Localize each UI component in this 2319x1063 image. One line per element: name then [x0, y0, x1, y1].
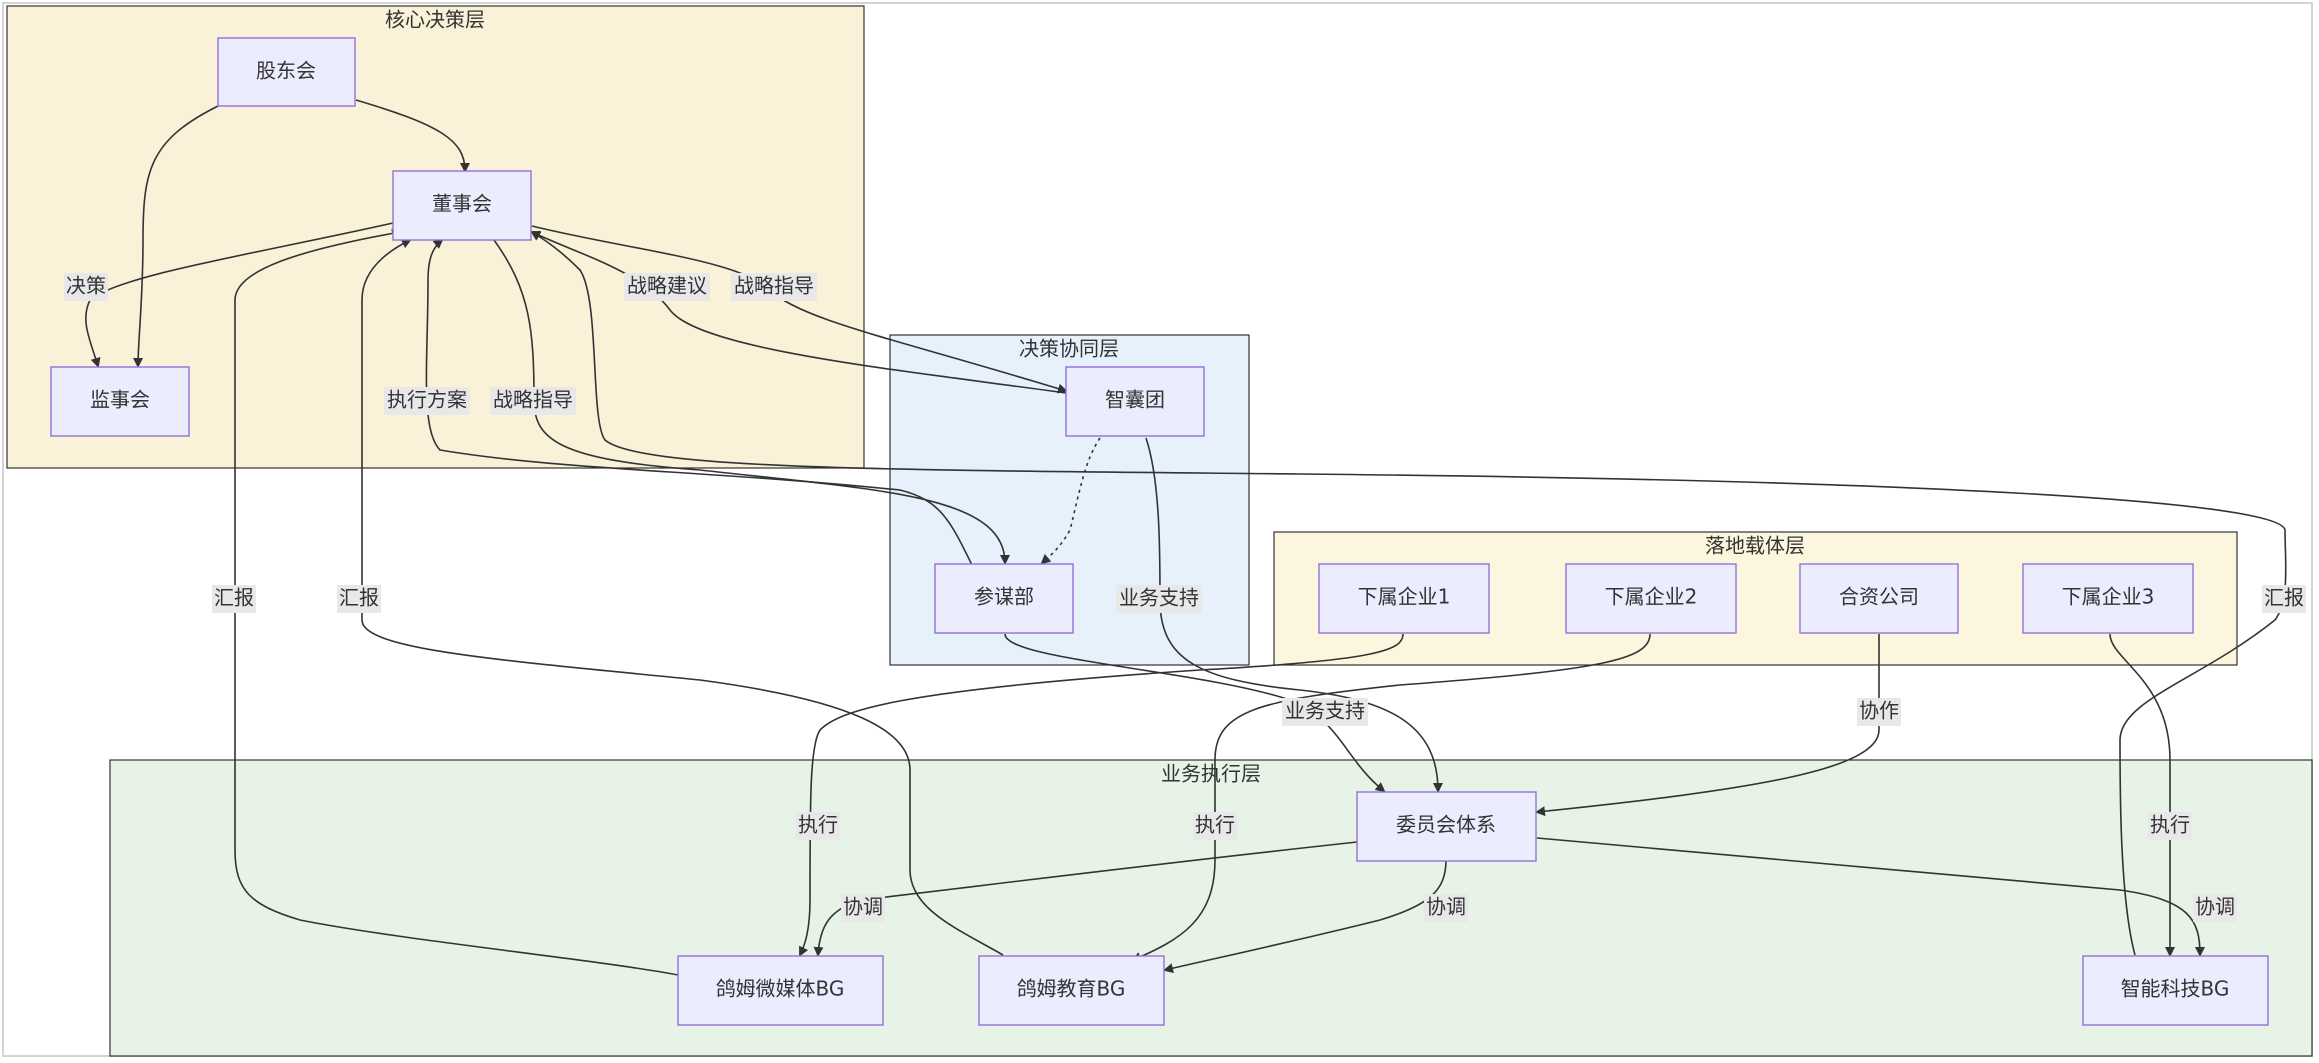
edges — [85, 99, 2287, 976]
edge-committee-media — [813, 841, 1358, 957]
node-subsidiary-2[interactable]: 下属企业2 — [1565, 563, 1737, 634]
node-label-board: 董事会 — [432, 192, 492, 216]
group-business-exec: 业务执行层 — [109, 759, 2313, 1057]
edge-label-strategy-guide-staff: 战略指导 — [493, 388, 573, 412]
edge-thinktank-committee — [1145, 437, 1443, 793]
node-label-supervisors: 监事会 — [90, 388, 150, 412]
node-label-subsidiary-2: 下属企业2 — [1605, 585, 1698, 609]
node-label-tech-bg: 智能科技BG — [2121, 977, 2230, 1001]
node-label-committee: 委员会体系 — [1396, 813, 1496, 837]
edge-label-strategy-guide-thinktank: 战略指导 — [734, 274, 814, 298]
node-tech-bg[interactable]: 智能科技BG — [2082, 955, 2269, 1026]
node-board[interactable]: 董事会 — [392, 170, 532, 241]
edge-board-supervisors — [85, 222, 394, 368]
edge-media-board — [234, 228, 679, 976]
node-shareholders[interactable]: 股东会 — [217, 37, 356, 107]
node-edu-bg[interactable]: 鸽姆教育BG — [978, 955, 1165, 1026]
edge-label-decision: 决策 — [66, 274, 106, 298]
group-title-core: 核心决策层 — [385, 8, 485, 32]
node-label-joint-venture: 合资公司 — [1839, 585, 1919, 609]
edge-sub2-edu — [1131, 633, 1651, 962]
edge-label-biz-support-staff: 业务支持 — [1285, 699, 1365, 723]
node-label-subsidiary-1: 下属企业1 — [1358, 585, 1451, 609]
edge-thinktank-staff — [1040, 437, 1101, 565]
node-committee[interactable]: 委员会体系 — [1356, 791, 1537, 862]
edge-label-cooperate: 协作 — [1859, 699, 1899, 723]
node-label-shareholders: 股东会 — [256, 59, 316, 83]
edge-committee-tech — [1536, 837, 2205, 957]
edge-label-report-media: 汇报 — [214, 586, 254, 610]
edge-label-coord-media: 协调 — [843, 895, 883, 919]
edge-label-exec-plan: 执行方案 — [387, 388, 467, 412]
edge-label-strategy-advice: 战略建议 — [627, 274, 707, 298]
edge-label-execute-tech: 执行 — [2150, 813, 2190, 837]
node-label-subsidiary-3: 下属企业3 — [2062, 585, 2155, 609]
edge-committee-edu — [1163, 859, 1447, 974]
node-supervisors[interactable]: 监事会 — [50, 366, 190, 437]
edge-shareholders-board — [355, 99, 470, 173]
group-title-carrier: 落地载体层 — [1705, 534, 1805, 558]
group-title-exec: 业务执行层 — [1161, 762, 1261, 786]
edge-label-coord-edu: 协调 — [1426, 895, 1466, 919]
node-subsidiary-3[interactable]: 下属企业3 — [2022, 563, 2194, 634]
edge-sub1-media — [799, 633, 1404, 957]
edge-label-execute-edu: 执行 — [1195, 813, 1235, 837]
node-label-media-bg: 鸽姆微媒体BG — [716, 977, 845, 1001]
edge-label-report-tech: 汇报 — [2264, 586, 2304, 610]
node-subsidiary-1[interactable]: 下属企业1 — [1318, 563, 1490, 634]
edge-staff-committee — [1004, 633, 1386, 793]
edge-labels: 决策 战略建议 战略指导 执行方案 战略指导 汇报 汇报 汇报 业务支持 业务支… — [64, 273, 2306, 922]
edge-label-coord-tech: 协调 — [2195, 895, 2235, 919]
edge-thinktank-board — [530, 230, 1067, 394]
edge-staff-board — [425, 238, 973, 566]
edge-tech-board — [530, 230, 2287, 956]
edge-board-staff — [493, 239, 1010, 565]
node-label-thinktank: 智囊团 — [1105, 388, 1165, 412]
edge-label-report-edu: 汇报 — [339, 586, 379, 610]
edge-label-biz-support-thinktank: 业务支持 — [1119, 586, 1199, 610]
node-label-staff: 参谋部 — [974, 585, 1034, 609]
nodes: 股东会 董事会 监事会 智囊团 参谋部 下属企业1 下属企业2 合资公司 — [50, 37, 2269, 1026]
edge-jv-committee — [1535, 634, 1880, 817]
group-title-collab: 决策协同层 — [1019, 337, 1119, 361]
edge-sub3-tech — [2109, 633, 2175, 957]
edge-shareholders-supervisors — [133, 105, 219, 368]
node-joint-venture[interactable]: 合资公司 — [1799, 563, 1959, 634]
node-thinktank[interactable]: 智囊团 — [1065, 366, 1205, 437]
node-media-bg[interactable]: 鸽姆微媒体BG — [677, 955, 884, 1026]
node-staff[interactable]: 参谋部 — [934, 563, 1074, 634]
edge-label-execute-media: 执行 — [798, 813, 838, 837]
node-label-edu-bg: 鸽姆教育BG — [1017, 977, 1126, 1001]
edge-edu-board — [361, 239, 1004, 956]
